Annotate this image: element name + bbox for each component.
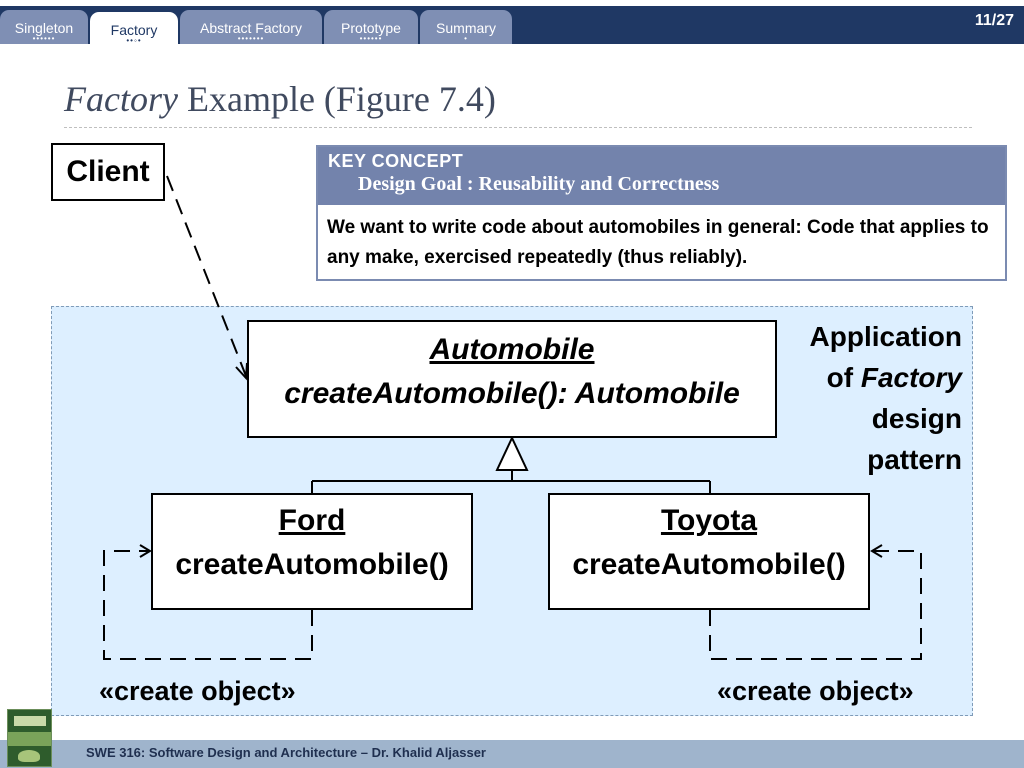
client-dependency-line [166, 175, 247, 377]
ford-create-loop [103, 550, 313, 660]
key-concept-goal: Design Goal : Reusability and Correctnes… [358, 173, 720, 195]
application-label-line: pattern [867, 444, 962, 475]
title-divider [64, 127, 972, 128]
tab-abstract-factory[interactable]: Abstract Factory ••••••• [180, 10, 322, 44]
class-name: Toyota [660, 504, 758, 537]
tab-label: Factory [110, 22, 158, 38]
class-name: Ford [278, 504, 346, 537]
key-concept-box: KEY CONCEPT Design Goal : Reusability an… [316, 145, 1007, 281]
application-label-line: design [871, 403, 962, 434]
toyota-class: Toyota createAutomobile() [548, 493, 870, 610]
title-rest: Example (Figure 7.4) [177, 79, 496, 119]
tab-factory[interactable]: Factory ••◦• [90, 12, 178, 46]
tab-singleton[interactable]: Singleton •••••• [0, 10, 88, 44]
book-cover-title-block [14, 716, 46, 726]
section-tabs: Singleton •••••• Factory ••◦• Abstract F… [0, 10, 514, 46]
footer-text: SWE 316: Software Design and Architectur… [86, 745, 486, 760]
ford-class: Ford createAutomobile() [151, 493, 473, 610]
automobile-class: Automobile createAutomobile(): Automobil… [247, 320, 777, 438]
slide-dots[interactable]: • [464, 34, 468, 43]
toyota-create-arrowhead [870, 544, 883, 558]
class-method: createAutomobile(): Automobile [284, 377, 740, 410]
tab-label: Summary [436, 20, 496, 36]
tab-summary[interactable]: Summary • [420, 10, 512, 44]
book-cover-icon [7, 709, 52, 767]
tab-label: Singleton [14, 20, 74, 36]
tab-label: Abstract Factory [200, 20, 302, 36]
key-concept-tag: KEY CONCEPT [328, 151, 464, 171]
book-cover-band [8, 732, 51, 746]
stereotype-right: «create object» [717, 676, 914, 706]
key-concept-body: We want to write code about automobiles … [327, 217, 989, 268]
application-label: Application of Factory design pattern [790, 316, 962, 480]
application-label-line: of Factory [790, 357, 962, 398]
page-number: 11/27 [974, 12, 1014, 29]
client-dependency-arrowhead [235, 362, 248, 381]
page-title: Factory Example (Figure 7.4) [64, 78, 496, 120]
slide-dots[interactable]: ••◦• [126, 36, 142, 45]
tab-prototype[interactable]: Prototype •••••• [324, 10, 418, 44]
class-method: createAutomobile() [175, 548, 449, 581]
tab-label: Prototype [341, 20, 401, 36]
inheritance-triangle [495, 435, 529, 471]
application-label-italic: Factory [860, 362, 962, 393]
application-label-prefix: of [826, 362, 861, 393]
slide-dots[interactable]: •••••• [32, 34, 56, 43]
book-cover-leaf [18, 750, 40, 762]
slide-dots[interactable]: ••••••• [237, 34, 265, 43]
class-name: Automobile [429, 333, 595, 366]
key-concept-header: KEY CONCEPT Design Goal : Reusability an… [318, 147, 1005, 205]
footer-bar [0, 740, 1024, 768]
slide-dots[interactable]: •••••• [359, 34, 383, 43]
application-label-line: Application [809, 321, 962, 352]
class-method: createAutomobile() [572, 548, 846, 581]
title-italic-part: Factory [64, 79, 178, 119]
client-box: Client [51, 143, 165, 201]
stereotype-left: «create object» [99, 676, 296, 706]
toyota-create-loop [709, 550, 922, 660]
ford-create-arrowhead [139, 544, 152, 558]
